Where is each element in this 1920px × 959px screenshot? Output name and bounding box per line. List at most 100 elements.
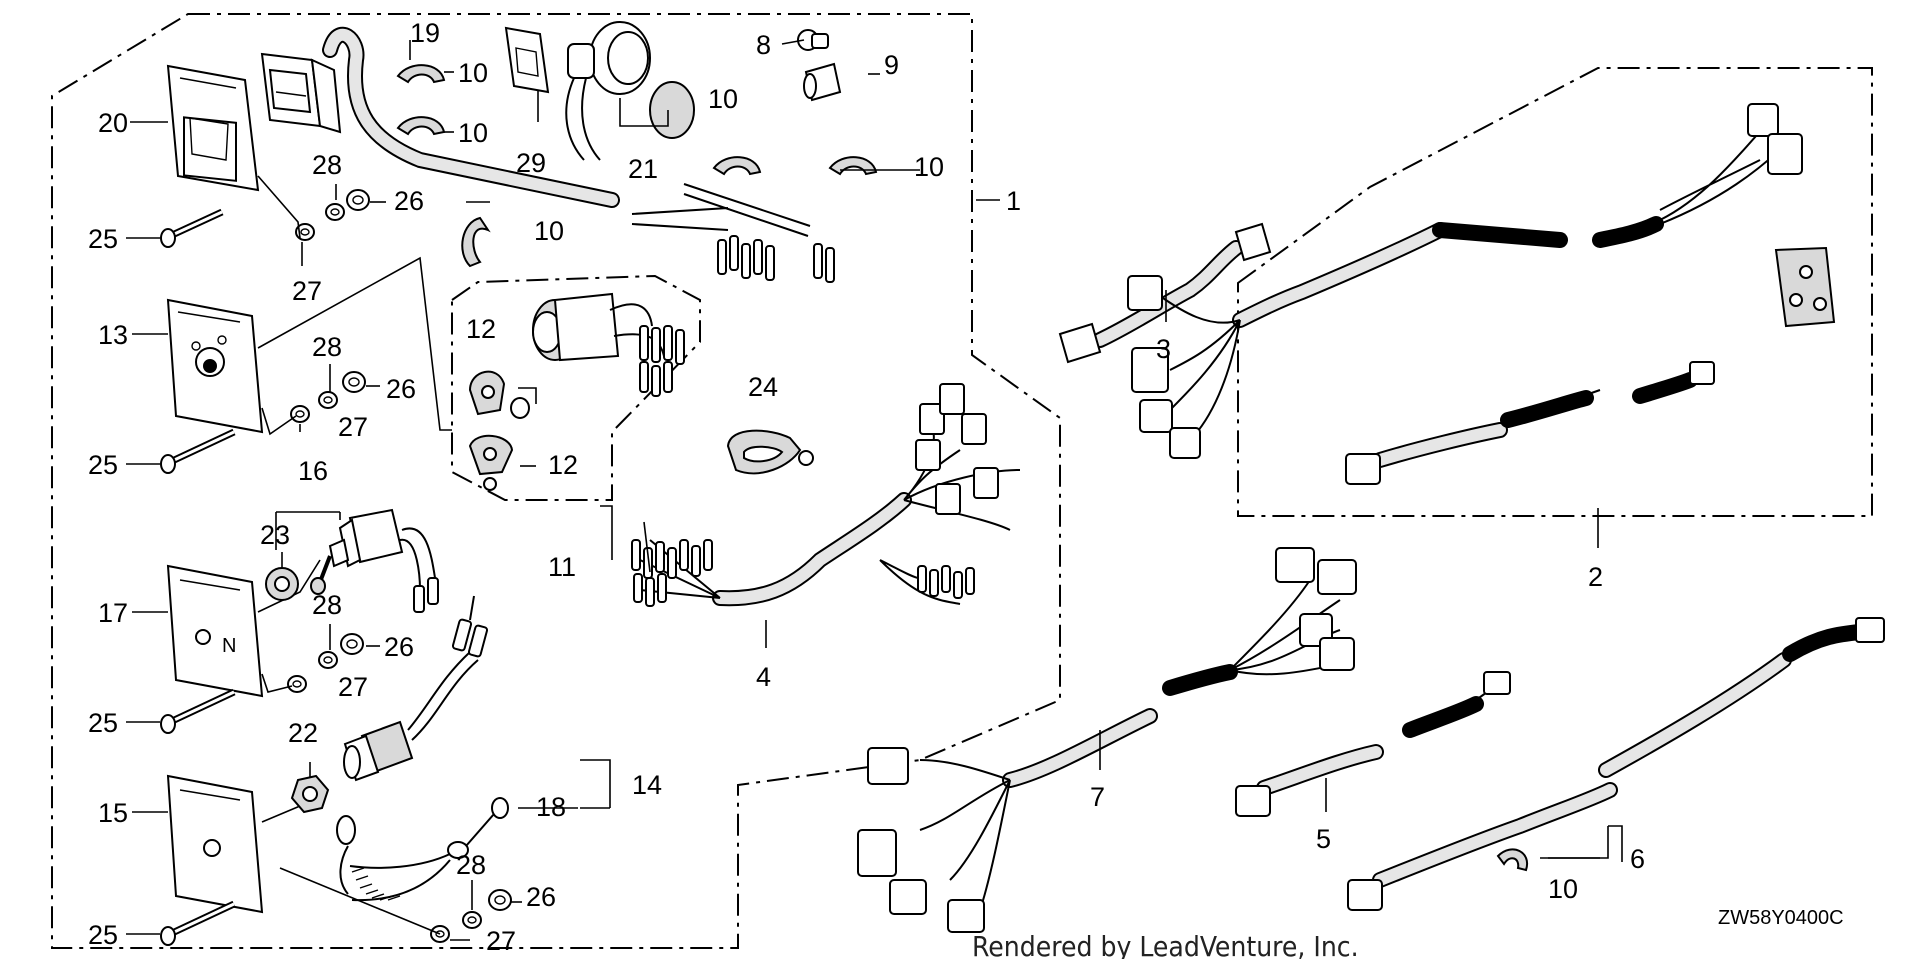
callout-12a: 12: [466, 314, 496, 344]
callout-28d: 28: [456, 850, 486, 880]
callout-7: 7: [1090, 782, 1105, 812]
callout-9: 9: [884, 50, 899, 80]
switch-panel-20: [166, 64, 260, 192]
sleeve-9: [803, 62, 842, 102]
callout-19: 19: [410, 18, 440, 48]
assembly-line: [257, 175, 301, 239]
callout-6: 6: [1630, 844, 1645, 874]
clip-10: [396, 64, 446, 84]
buzzer-21: [565, 21, 695, 161]
harness-6: [1347, 617, 1885, 911]
clip-10: [396, 116, 446, 136]
callout-21: 21: [628, 154, 658, 184]
harness-2: [1127, 103, 1836, 485]
harness-7: [857, 547, 1357, 933]
ignition-switch-11: [532, 292, 685, 397]
hardware-set-2: [290, 371, 366, 423]
callout-15: 15: [98, 798, 128, 828]
callout-28a: 28: [312, 150, 342, 180]
callout-28b: 28: [312, 332, 342, 362]
assembly-line: [261, 805, 301, 823]
meter-leads: [631, 183, 811, 237]
callout-28c: 28: [312, 590, 342, 620]
neutral-mark: N: [222, 635, 236, 657]
callout-5: 5: [1316, 824, 1331, 854]
clip-10: [461, 216, 491, 268]
meter-connectors: [717, 235, 835, 283]
callout-25d: 25: [88, 920, 118, 950]
callout-26a: 26: [394, 186, 424, 216]
callout-25b: 25: [88, 450, 118, 480]
switch-panel-15: [166, 774, 264, 914]
callout-3: 3: [1156, 334, 1171, 364]
callout-27d: 27: [486, 926, 516, 956]
callout-17: 17: [98, 598, 128, 628]
callout-13: 13: [98, 320, 128, 350]
callout-25c: 25: [88, 708, 118, 738]
callout-10b: 10: [458, 118, 488, 148]
callout-10c: 10: [708, 84, 738, 114]
hardware-set-3: [287, 633, 364, 693]
assembly-line: [261, 407, 297, 436]
nut-23: [265, 567, 299, 601]
assembly-line: [257, 256, 452, 431]
screw-25: [160, 428, 236, 474]
key-12-upper: [468, 370, 530, 419]
cord-18: [336, 797, 509, 902]
callout-14: 14: [632, 770, 662, 800]
nut-22: [290, 774, 330, 814]
leader-lines: [126, 39, 1623, 941]
harness-4: [639, 383, 1021, 607]
callout-10a: 10: [458, 58, 488, 88]
callout-26c: 26: [384, 632, 414, 662]
callout-24: 24: [748, 372, 778, 402]
hardware-set-1: [295, 189, 370, 241]
harness-3: [1058, 222, 1272, 364]
callout-2: 2: [1588, 562, 1603, 592]
callout-16: 16: [298, 456, 328, 486]
screw-8: [797, 29, 829, 51]
callout-25a: 25: [88, 224, 118, 254]
screw-25: [160, 688, 236, 734]
bracket-29: [504, 26, 550, 94]
callout-18: 18: [536, 792, 566, 822]
callout-8: 8: [756, 30, 771, 60]
callout-23: 23: [260, 520, 290, 550]
callout-11: 11: [548, 552, 576, 582]
harness-4-terminals: [631, 539, 975, 607]
screw-25: [160, 900, 236, 946]
callout-27a: 27: [292, 276, 322, 306]
callout-10f: 10: [1548, 874, 1578, 904]
outline-assembly-2: [1237, 67, 1873, 517]
key-12-lower: [468, 434, 514, 491]
callout-26d: 26: [526, 882, 556, 912]
switch-panel-17: N: [166, 564, 264, 698]
callout-10d: 10: [914, 152, 944, 182]
clip-10: [828, 156, 878, 176]
callout-27c: 27: [338, 672, 368, 702]
diagram-reference-code: ZW58Y0400C: [1718, 907, 1844, 929]
clip-10: [712, 156, 762, 176]
callout-29: 29: [516, 148, 546, 178]
callout-12b: 12: [548, 450, 578, 480]
callout-27b: 27: [338, 412, 368, 442]
assembly-line: [261, 673, 293, 693]
callout-numbers: 1 2 3 4 5 6 7 8 9 10 10 10 10 10 10 11 1…: [88, 18, 1645, 956]
neutral-switch-14: [343, 595, 489, 782]
callout-4: 4: [756, 662, 771, 692]
trim-meter-19: [260, 52, 342, 134]
callout-1: 1: [1006, 186, 1021, 216]
assembly-line: [257, 559, 321, 613]
toggle-switch-16: [310, 508, 439, 613]
switch-panel-13: [166, 298, 264, 434]
outline-assembly-1: [51, 13, 1061, 949]
clip-10: [1496, 848, 1529, 872]
harness-5: [1235, 671, 1511, 817]
render-credit: Rendered by LeadVenture, Inc.: [972, 930, 1359, 959]
callout-22: 22: [288, 718, 318, 748]
callout-26b: 26: [386, 374, 416, 404]
callout-20: 20: [98, 108, 128, 138]
callout-10e: 10: [534, 216, 564, 246]
band-24: [726, 429, 814, 475]
